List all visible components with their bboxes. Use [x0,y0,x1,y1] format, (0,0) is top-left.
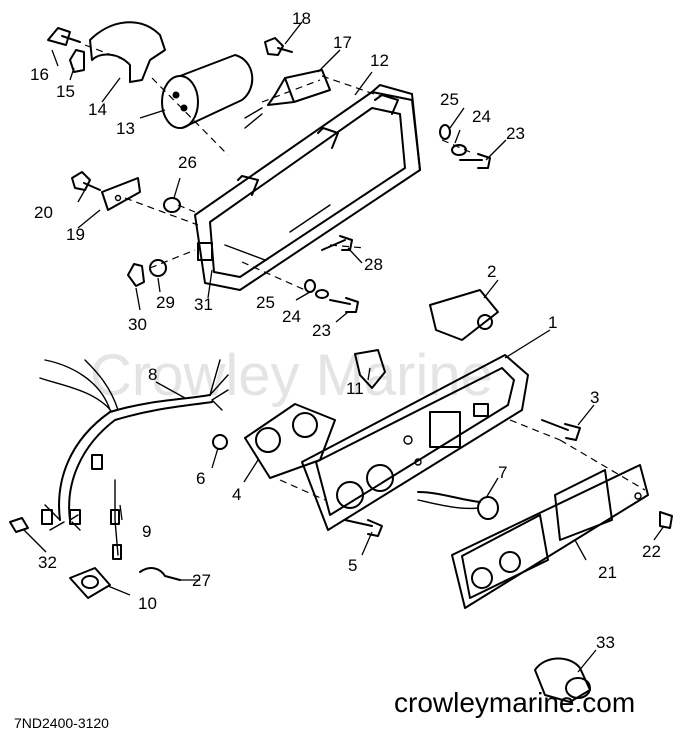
bolt-23-lower [329,297,359,313]
callout-5: 5 [348,556,357,575]
grommet-26 [163,197,181,213]
assembly-line [279,419,646,501]
callout-30: 30 [128,315,147,334]
nut-29 [149,259,167,277]
clamp-30 [127,263,145,287]
callout-10: 10 [138,594,157,613]
callout-26: 26 [178,153,197,172]
bolt-28 [321,235,353,251]
callout-27: 27 [192,571,211,590]
wire-harness-8 [39,359,229,531]
bolt-23-upper [459,153,491,169]
washer-25-upper [439,124,451,140]
callout-28: 28 [364,255,383,274]
clip-15 [69,49,85,73]
callout-2: 2 [487,262,496,281]
bolt-16 [47,27,81,46]
callout-22: 22 [642,542,661,561]
callout-6: 6 [196,469,205,488]
callout-1: 1 [548,313,557,332]
washer-25-lower [304,279,316,293]
condenser-17 [244,69,331,129]
callout-33: 33 [596,633,615,652]
callout-14: 14 [88,100,107,119]
band-27 [139,567,181,581]
callout-23-lower: 23 [312,321,331,340]
callout-29: 29 [156,293,175,312]
key-switch-33 [534,657,591,703]
leader-lines [23,21,665,673]
clamp-11 [354,349,386,389]
callout-8: 8 [148,365,157,384]
washer-24-upper [451,144,467,156]
callout-7: 7 [498,463,507,482]
breaker-switch-2 [429,289,499,341]
control-panel [301,354,529,531]
diagram-code: 7ND2400-3120 [14,715,109,731]
assembly-line [124,197,199,269]
assembly-line [84,44,471,156]
site-watermark: crowleymarine.com [394,687,635,718]
callout-25-lower: 25 [256,293,275,312]
callout-25-upper: 25 [440,90,459,109]
screw-3 [541,419,581,441]
outlet-4 [244,403,336,479]
callout-16: 16 [30,65,49,84]
control-box-housing [194,84,421,291]
callout-17: 17 [333,33,352,52]
callout-19: 19 [66,225,85,244]
screw-5 [344,519,383,537]
bolt-18 [264,37,293,56]
callouts: 1 2 3 4 5 6 7 8 9 10 11 12 13 14 15 16 1… [30,9,661,652]
callout-31: 31 [194,295,213,314]
callout-32: 32 [38,553,57,572]
grommet-10 [69,567,111,599]
terminal-leads-9 [110,479,122,560]
callout-3: 3 [590,388,599,407]
capacitor-13 [161,54,254,129]
callout-23-upper: 23 [506,124,525,143]
callout-21: 21 [598,563,617,582]
callout-11: 11 [346,379,364,398]
bolt-20 [71,171,101,191]
callout-20: 20 [34,203,53,222]
assembly-line [241,244,366,291]
callout-13: 13 [116,119,135,138]
callout-24-lower: 24 [282,307,301,326]
callout-18: 18 [292,9,311,28]
callout-9: 9 [142,522,151,541]
pilot-lamp-7 [417,491,499,520]
bracket-14 [89,21,166,83]
nut-6 [212,434,228,450]
screw-32 [9,517,29,533]
callout-12: 12 [370,51,389,70]
screw-22 [659,511,673,529]
front-cover-21 [451,464,649,609]
plate-19 [101,177,141,211]
washer-24-lower [315,289,329,299]
callout-24-upper: 24 [472,107,491,126]
callout-4: 4 [232,485,241,504]
callout-15: 15 [56,82,75,101]
